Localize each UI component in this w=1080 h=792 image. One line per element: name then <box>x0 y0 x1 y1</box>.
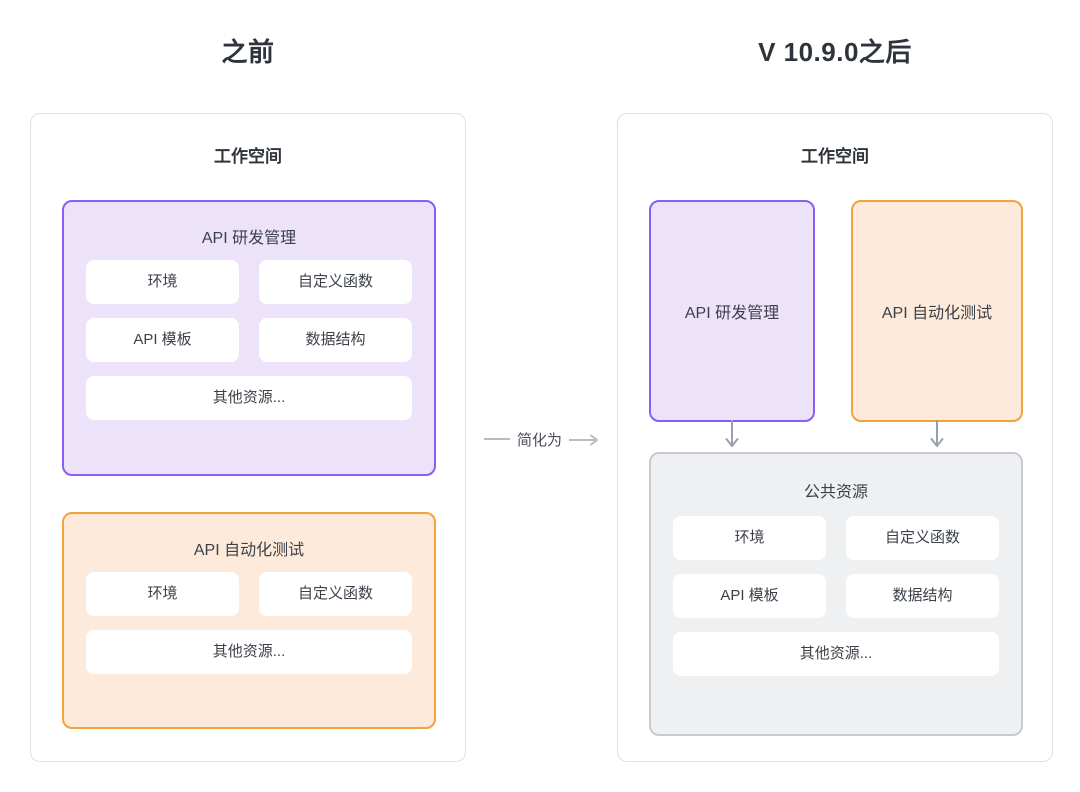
arrow-right-icon <box>569 433 601 446</box>
module-api-dev-after-label: API 研发管理 <box>684 305 780 322</box>
workspace-panel-after: 工作空间 API 研发管理 API 自动化测试 公共资源 环境 自定义函数 AP… <box>617 113 1053 762</box>
chip-group-api-dev-before: 环境 自定义函数 API 模板 数据结构 其他资源... <box>86 260 412 420</box>
chip-item[interactable]: API 模板 <box>673 574 826 618</box>
module-common-resources[interactable]: 公共资源 环境 自定义函数 API 模板 数据结构 其他资源... <box>649 452 1023 736</box>
chip-item[interactable]: API 模板 <box>86 318 239 362</box>
heading-after: V 10.9.0之后 <box>758 37 912 67</box>
chip-item[interactable]: 自定义函数 <box>259 572 412 616</box>
module-api-test-after-label: API 自动化测试 <box>881 305 993 322</box>
module-api-dev-before[interactable]: API 研发管理 环境 自定义函数 API 模板 数据结构 其他资源... <box>62 200 436 476</box>
chip-item[interactable]: 数据结构 <box>846 574 999 618</box>
titles-row: 之前 V 10.9.0之后 <box>0 0 1080 100</box>
module-api-dev-after[interactable]: API 研发管理 <box>649 200 815 422</box>
workspace-label-before: 工作空间 <box>214 147 282 166</box>
workspace-panel-before: 工作空间 API 研发管理 环境 自定义函数 API 模板 数据结构 其他资源.… <box>30 113 466 762</box>
chip-item[interactable]: 环境 <box>86 260 239 304</box>
connector-simplified-to: 简化为 <box>470 424 615 454</box>
horizontal-line-icon <box>483 438 510 440</box>
connector-label: 简化为 <box>516 431 562 449</box>
heading-before: 之前 <box>221 37 275 67</box>
chip-group-common-resources: 环境 自定义函数 API 模板 数据结构 其他资源... <box>673 516 999 676</box>
workspace-label-after: 工作空间 <box>801 147 869 166</box>
module-common-resources-label: 公共资源 <box>803 484 868 501</box>
chip-item[interactable]: 自定义函数 <box>259 260 412 304</box>
module-api-test-before[interactable]: API 自动化测试 环境 自定义函数 其他资源... <box>62 512 436 729</box>
module-api-dev-before-label: API 研发管理 <box>201 230 297 247</box>
chip-item[interactable]: 数据结构 <box>259 318 412 362</box>
arrow-down-icon <box>720 420 744 450</box>
chip-item[interactable]: 其他资源... <box>673 632 999 676</box>
chip-item[interactable]: 环境 <box>86 572 239 616</box>
chip-item[interactable]: 环境 <box>673 516 826 560</box>
module-api-test-before-label: API 自动化测试 <box>193 542 305 559</box>
chip-item[interactable]: 其他资源... <box>86 376 412 420</box>
arrow-down-icon <box>925 420 949 450</box>
chip-item[interactable]: 其他资源... <box>86 630 412 674</box>
chip-item[interactable]: 自定义函数 <box>846 516 999 560</box>
chip-group-api-test-before: 环境 自定义函数 其他资源... <box>86 572 412 674</box>
module-api-test-after[interactable]: API 自动化测试 <box>851 200 1023 422</box>
